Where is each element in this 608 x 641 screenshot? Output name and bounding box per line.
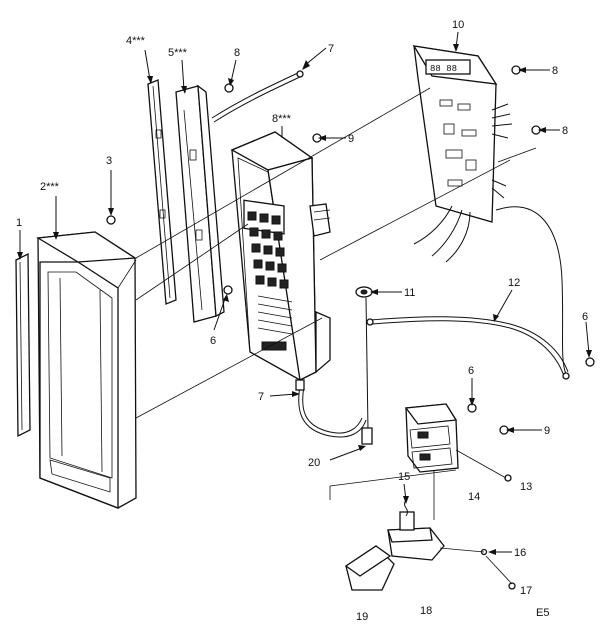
label-17: 17 — [520, 585, 532, 597]
label-4: 4*** — [126, 35, 146, 47]
part-2-control-frame — [35, 231, 137, 509]
label-9b: 9 — [544, 425, 550, 437]
label-11: 11 — [404, 287, 415, 299]
part-18-mounting-bracket — [387, 499, 445, 561]
label-6a: 6 — [210, 335, 216, 347]
part-12-wire — [366, 206, 570, 380]
part-4-bracket — [147, 79, 177, 305]
keypad-lower-rows — [257, 295, 293, 335]
label-16: 16 — [514, 547, 526, 559]
label-5: 5*** — [168, 47, 188, 59]
part-10-circuit-board: 88 88 — [412, 45, 513, 263]
part-19-latch-lever — [344, 545, 395, 591]
board-components — [439, 99, 477, 187]
part-11-grommet — [355, 286, 373, 431]
label-8c: 8 — [552, 65, 558, 77]
label-14: 14 — [468, 491, 480, 503]
label-12: 12 — [508, 277, 520, 289]
part-5-bracket — [175, 84, 225, 323]
label-8a: 8 — [234, 47, 240, 59]
label-7b: 7 — [258, 391, 264, 403]
part-20-wire-connector — [295, 379, 373, 445]
label-19: 19 — [356, 611, 368, 623]
part-8-control-unit — [230, 131, 331, 381]
label-6c: 6 — [468, 365, 474, 377]
label-8b: 8*** — [272, 113, 292, 125]
assembly-guide-lines — [135, 87, 537, 585]
label-20: 20 — [308, 457, 320, 469]
keypad-grid — [247, 211, 289, 289]
part-14-switch-block — [404, 403, 459, 473]
label-2: 2*** — [40, 181, 60, 193]
label-8d: 8 — [562, 125, 568, 137]
page-code: E5 — [536, 607, 549, 619]
part-1-panel-film — [15, 252, 31, 438]
callout-labels: 1 2*** 3 4*** 5*** 6 6 6 7 7 8 8*** 8 8 … — [16, 19, 588, 623]
label-18: 18 — [420, 605, 432, 617]
part-7-wire-harness — [211, 70, 304, 123]
label-1: 1 — [16, 217, 22, 229]
leader-lines — [17, 31, 592, 555]
label-10: 10 — [452, 19, 464, 31]
label-15: 15 — [398, 471, 410, 483]
label-13: 13 — [520, 481, 532, 493]
label-6b: 6 — [582, 311, 588, 323]
label-3: 3 — [106, 155, 112, 167]
svg-text:88 88: 88 88 — [430, 64, 457, 74]
label-9a: 9 — [348, 133, 354, 145]
label-7a: 7 — [328, 43, 334, 55]
screw-icons — [106, 65, 595, 590]
